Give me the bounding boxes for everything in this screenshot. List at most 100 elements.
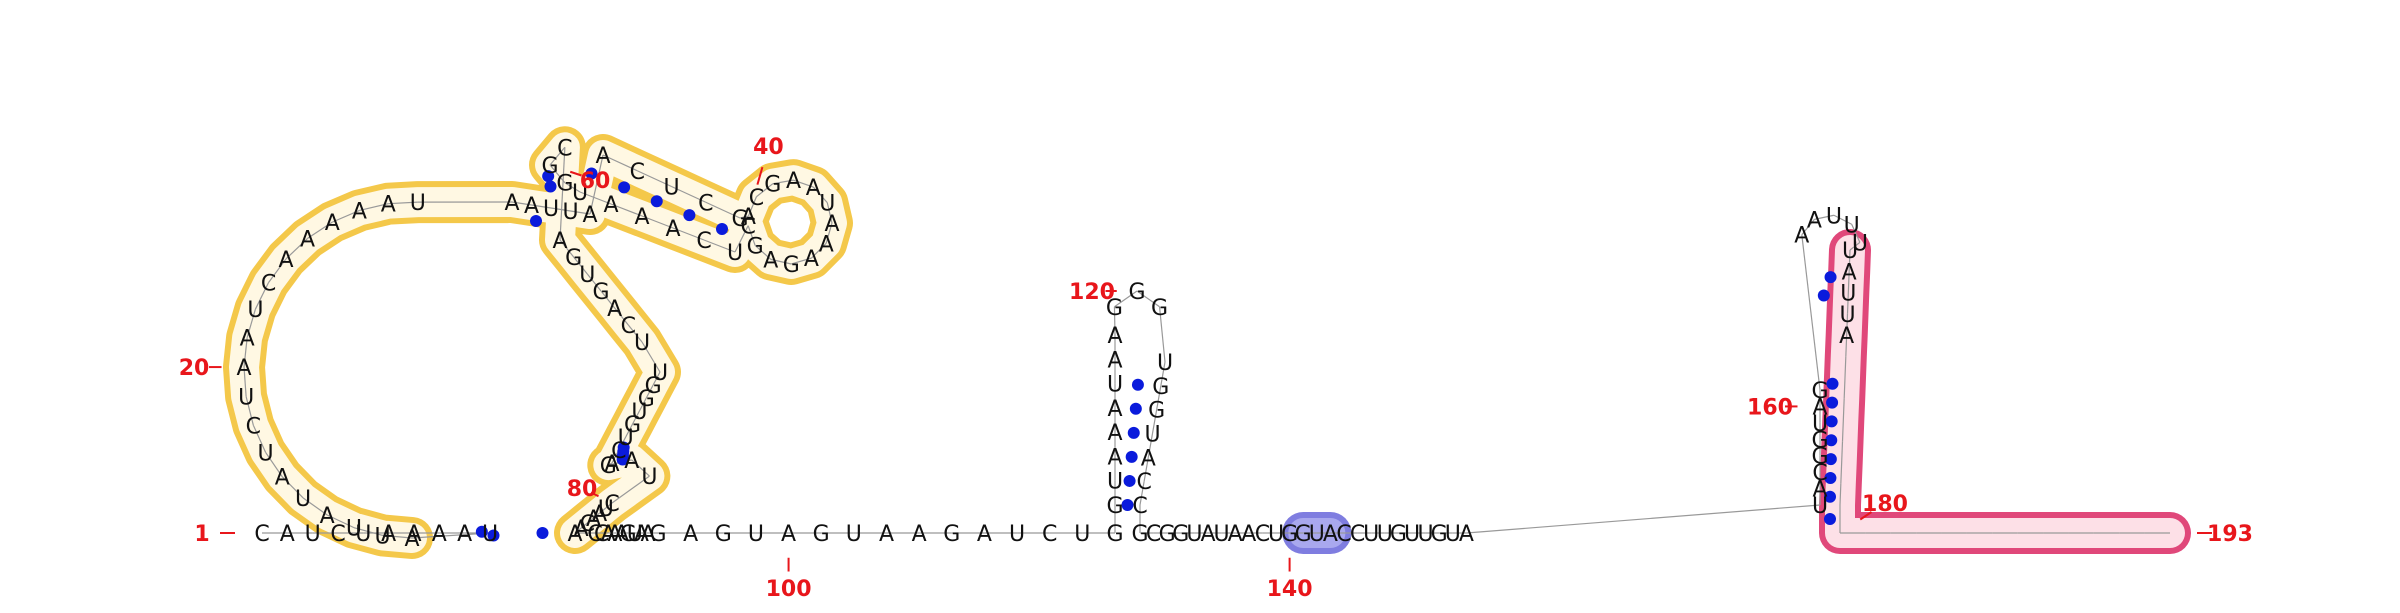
nucleotide: A — [582, 203, 597, 228]
base-pair-dot — [716, 223, 728, 235]
nucleotide: G — [1106, 494, 1123, 519]
nucleotide: U — [247, 298, 263, 323]
nucleotide: G — [600, 454, 617, 479]
nucleotide: A — [1107, 324, 1122, 349]
nucleotide: G — [783, 253, 800, 278]
nucleotide: A — [504, 191, 519, 216]
base-pair-dot — [1818, 289, 1830, 301]
nucleotide: G — [1811, 379, 1828, 404]
nucleotide: A — [279, 248, 294, 273]
nucleotide: A — [524, 194, 539, 219]
nucleotide: G — [1152, 375, 1169, 400]
nucleotide: U — [257, 441, 273, 466]
nucleotide: U — [727, 241, 743, 266]
nucleotide: A — [1839, 324, 1854, 349]
nucleotide: A — [240, 327, 255, 352]
nucleotide: G — [649, 522, 666, 547]
nucleotide: A — [275, 466, 290, 491]
nucleotide: A — [603, 193, 618, 218]
nucleotide: A — [763, 248, 778, 273]
nucleotide: G — [943, 522, 960, 547]
nucleotide: C — [1132, 494, 1147, 519]
base-pair-dot — [651, 195, 663, 207]
nucleotide: A — [665, 217, 680, 242]
nucleotide: C — [254, 522, 269, 547]
nucleotide: U — [295, 487, 311, 512]
nucleotide: U — [1107, 470, 1123, 495]
nucleotide: A — [381, 193, 396, 218]
nucleotide: G — [556, 172, 573, 197]
base-pair-dot — [1825, 271, 1837, 283]
nucleotide: A — [432, 522, 447, 547]
backbone-link — [1841, 463, 1842, 484]
nucleotide-number-label: 40 — [753, 135, 784, 160]
nucleotide: U — [634, 331, 650, 356]
nucleotide: A — [567, 522, 582, 547]
nucleotide: U — [374, 524, 390, 549]
nucleotide: U — [663, 176, 679, 201]
nucleotide: A — [595, 144, 610, 169]
backbone-link — [1840, 484, 1841, 505]
nucleotide: A — [786, 169, 801, 194]
nucleotide: A — [977, 522, 992, 547]
base-pair-dot — [1132, 379, 1144, 391]
nucleotide: G — [715, 522, 732, 547]
nucleotide: U — [238, 386, 254, 411]
nucleotide: G — [1151, 296, 1168, 321]
nucleotide: A — [1141, 446, 1156, 471]
nucleotide: C — [1136, 470, 1151, 495]
nucleotide: G — [1106, 522, 1123, 547]
nucleotide-number-label: 140 — [1267, 577, 1313, 602]
base-pair-dot — [618, 181, 630, 193]
nucleotide: A — [1807, 208, 1822, 233]
nucleotide-number-label: 193 — [2207, 522, 2253, 547]
nucleotide-number-label: 60 — [580, 169, 611, 194]
nucleotide-number-label: 80 — [567, 477, 598, 502]
nucleotide: A — [804, 247, 819, 272]
highlight-region-pink — [1840, 250, 2170, 533]
base-pair-dot — [1126, 451, 1138, 463]
nucleotide: U — [1826, 204, 1842, 229]
nucleotide: A — [879, 522, 894, 547]
nucleotide-number-label: 1 — [194, 522, 209, 547]
nucleotide: A — [236, 356, 251, 381]
nucleotide: C — [696, 229, 711, 254]
nucleotide-number-label: 160 — [1747, 395, 1793, 420]
nucleotide: A — [1107, 445, 1122, 470]
nucleotide: G — [1128, 280, 1145, 305]
backbone-link — [1843, 420, 1844, 441]
nucleotide: U — [543, 197, 559, 222]
nucleotide: A — [819, 232, 834, 257]
nucleotide: U — [482, 522, 498, 547]
nucleotide: U — [1009, 522, 1025, 547]
nucleotide: C — [740, 215, 755, 240]
nucleotide: C — [749, 186, 764, 211]
nucleotide: A — [624, 449, 639, 474]
base-pair-dot — [683, 209, 695, 221]
nucleotide: G — [813, 522, 830, 547]
nucleotide: C — [557, 136, 572, 161]
backbone-link — [1844, 378, 1845, 399]
nucleotide: U — [346, 517, 362, 542]
nucleotide: U — [1074, 522, 1090, 547]
nucleotide: U — [1157, 351, 1173, 376]
nucleotide: C — [1042, 522, 1057, 547]
nucleotide: U — [410, 191, 426, 216]
backbone-link — [1466, 505, 1820, 533]
nucleotide: A — [912, 522, 927, 547]
backbone-link — [1845, 356, 1846, 377]
backbone-link — [1843, 399, 1844, 420]
base-pair-dot — [545, 181, 557, 193]
nucleotide: C — [630, 160, 645, 185]
nucleotide: U — [641, 465, 657, 490]
nucleotide: A — [1459, 522, 1474, 547]
nucleotide: G — [764, 173, 781, 198]
nucleotide: A — [325, 211, 340, 236]
nucleotide: A — [781, 522, 796, 547]
backbone-link — [1842, 441, 1843, 462]
base-pair-dot — [1128, 427, 1140, 439]
nucleotide: A — [352, 199, 367, 224]
nucleotide: A — [1107, 421, 1122, 446]
